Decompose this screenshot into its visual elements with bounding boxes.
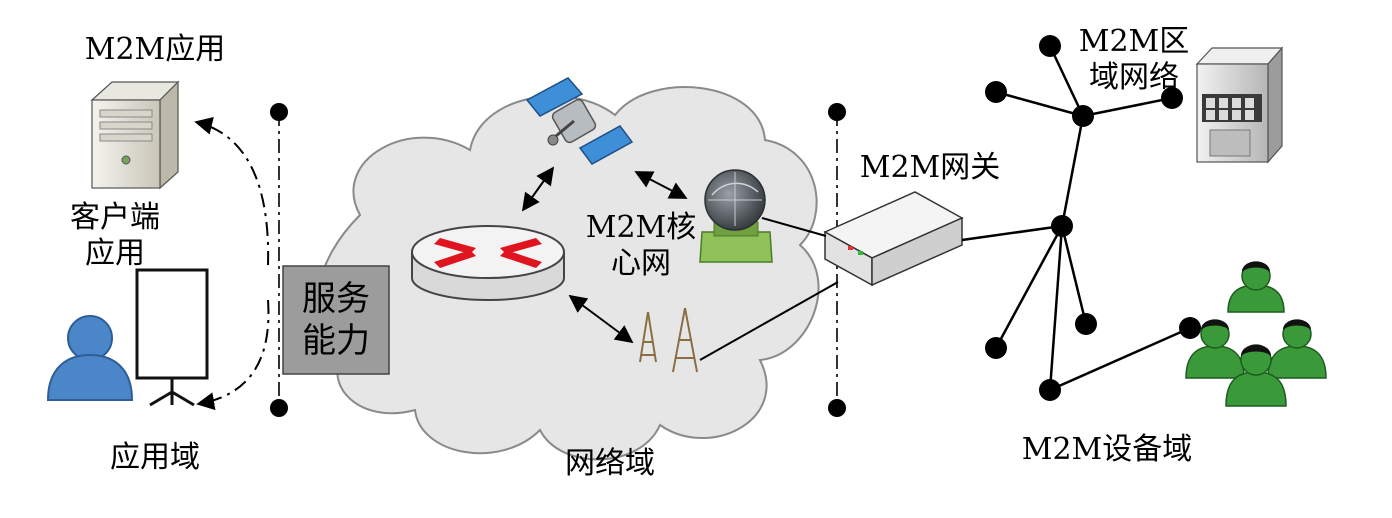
network-domain-label: 网络域 [565, 446, 655, 481]
service-capability-box [282, 265, 390, 375]
link-tower-gateway [699, 281, 839, 361]
people-hair [1201, 261, 1311, 356]
boundary-dot [270, 399, 288, 417]
user-icon [46, 315, 134, 401]
arrow-to-client-app [196, 299, 270, 411]
link-dish-gateway [761, 217, 827, 237]
m2m-application-label: M2M应用 [84, 32, 226, 67]
gateway-device-icon [823, 191, 964, 287]
client-application-label: 客户端 应用 [70, 200, 160, 271]
projector-screen-icon [135, 268, 209, 407]
device-domain-label: M2M设备域 [1021, 432, 1193, 467]
tower-icon [639, 307, 698, 373]
satellite-icon [525, 77, 634, 165]
area-network-graph [994, 45, 1191, 392]
network-node [985, 35, 1201, 401]
core-network-label: M2M核 心网 [585, 210, 697, 281]
boundary-dot [270, 103, 288, 121]
link-router-satellite [521, 166, 555, 212]
boundary-dot [828, 103, 846, 121]
service-capability-label: 服务 能力 [302, 279, 370, 361]
link-satellite-dish [634, 171, 688, 199]
building-icon [1195, 46, 1284, 164]
people-group-icon [1185, 261, 1327, 407]
gateway-label: M2M网关 [859, 150, 1001, 185]
router-icon [411, 225, 565, 301]
link-router-tower [568, 294, 634, 344]
arrow-to-m2m-app [194, 117, 270, 266]
area-network-label: M2M区 域网络 [1078, 24, 1190, 95]
server-icon [90, 80, 180, 190]
boundary-dot [828, 399, 846, 417]
ground-station-icon [699, 169, 773, 263]
link-gateway-device-network [961, 224, 1063, 242]
application-domain-label: 应用域 [110, 440, 200, 475]
